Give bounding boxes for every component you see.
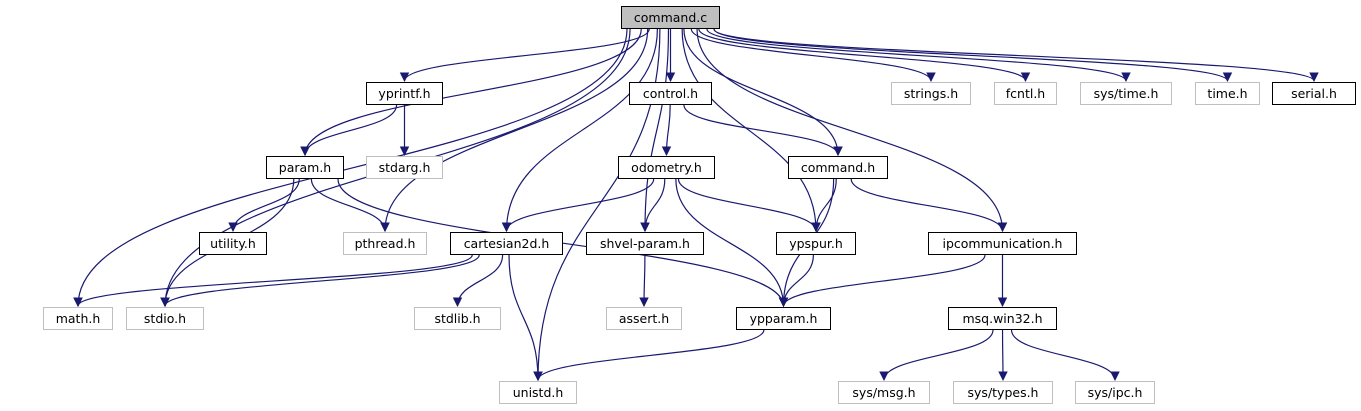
node-label: param.h <box>278 160 332 175</box>
node-label: ypparam.h <box>749 311 818 326</box>
node-label: pthread.h <box>354 236 416 251</box>
node-label: stdio.h <box>143 311 187 326</box>
node-sys-time-h: sys/time.h <box>1080 82 1172 105</box>
node-fcntl-h: fcntl.h <box>994 82 1057 105</box>
node-label: msq.win32.h <box>962 311 1043 326</box>
edge-command_c-to-strings_h <box>690 28 936 82</box>
edge-ypparam_h-to-unistd_h <box>533 329 765 381</box>
node-math-h: math.h <box>43 307 113 330</box>
node-yprintf-h[interactable]: yprintf.h <box>366 82 443 105</box>
edge-command_c-to-pthread_h <box>380 28 649 232</box>
edge-command_c-to-fcntl_h <box>698 28 1031 82</box>
edge-odometry_h-to-cartesian2d_h <box>501 178 655 232</box>
edge-param_h-to-utility_h <box>228 178 300 232</box>
node-param-h[interactable]: param.h <box>266 156 344 179</box>
node-label: sys/msg.h <box>852 385 916 400</box>
node-label: stdlib.h <box>434 311 481 326</box>
edge-command_c-to-yprintf_h <box>399 28 650 82</box>
node-label: sys/types.h <box>967 385 1039 400</box>
node-label: math.h <box>55 311 101 326</box>
node-ypparam-h[interactable]: ypparam.h <box>736 307 831 330</box>
edge-command_c-to-ipcommunication_h <box>696 28 1008 232</box>
edge-shvel_param_h-to-assert_h <box>639 254 649 307</box>
edge-command_c-to-sys_time_h <box>706 28 1131 82</box>
edge-command_c-to-cartesian2d_h <box>501 28 658 232</box>
node-label: ipcommunication.h <box>942 236 1063 251</box>
node-label: sys/ipc.h <box>1087 385 1143 400</box>
node-label: unistd.h <box>512 385 564 400</box>
node-label: shvel-param.h <box>600 236 690 251</box>
node-sys-types-h: sys/types.h <box>953 381 1053 404</box>
node-command-c: command.c <box>621 6 720 29</box>
edge-cartesian2d_h-to-unistd_h <box>508 254 543 381</box>
node-label: sys/time.h <box>1093 86 1159 101</box>
node-serial-h[interactable]: serial.h <box>1272 82 1356 105</box>
node-label: ypspur.h <box>789 236 843 251</box>
edge-odometry_h-to-ypspur_h <box>677 178 821 232</box>
node-label: fcntl.h <box>1005 86 1046 101</box>
edge-command_c-to-ypspur_h <box>681 28 821 232</box>
edge-yprintf_h-to-param_h <box>300 104 398 156</box>
edge-command_c-to-math_h <box>73 28 628 307</box>
node-label: control.h <box>642 86 699 101</box>
node-label: cartesian2d.h <box>463 236 550 251</box>
node-sys-msg-h: sys/msg.h <box>838 381 930 404</box>
edge-msq_win32_h-to-sys_ipc_h <box>1010 329 1120 381</box>
node-sys-ipc-h: sys/ipc.h <box>1075 381 1155 404</box>
node-shvel-param-h[interactable]: shvel-param.h <box>586 232 704 255</box>
node-label: odometry.h <box>631 160 702 175</box>
edge-param_h-to-pthread_h <box>310 178 390 232</box>
edge-ypspur_h-to-ypparam_h <box>778 254 814 307</box>
node-cartesian2d-h[interactable]: cartesian2d.h <box>450 232 563 255</box>
node-ipcommunication-h[interactable]: ipcommunication.h <box>928 232 1077 255</box>
edge-cartesian2d_h-to-math_h <box>73 254 473 307</box>
node-label: assert.h <box>618 311 670 326</box>
edge-odometry_h-to-ypparam_h <box>675 178 789 307</box>
node-label: command.h <box>800 160 876 175</box>
node-time-h: time.h <box>1195 82 1260 105</box>
edge-command_c-to-command_h <box>683 28 843 156</box>
node-stdio-h: stdio.h <box>126 307 204 330</box>
node-label: yprintf.h <box>378 86 431 101</box>
edge-command_c-to-time_h <box>713 28 1233 82</box>
edge-cartesian2d_h-to-stdlib_h <box>452 254 504 307</box>
node-label: command.c <box>633 10 708 25</box>
edge-cartesian2d_h-to-stdio_h <box>160 254 480 307</box>
node-command-h[interactable]: command.h <box>788 156 888 179</box>
edge-command_c-to-param_h <box>300 28 642 156</box>
node-label: time.h <box>1207 86 1248 101</box>
node-control-h[interactable]: control.h <box>629 82 712 105</box>
node-utility-h[interactable]: utility.h <box>199 232 267 255</box>
edge-command_c-to-shvel_param_h <box>640 28 670 232</box>
node-label: utility.h <box>210 236 256 251</box>
node-label: strings.h <box>903 86 959 101</box>
node-ypspur-h[interactable]: ypspur.h <box>776 232 856 255</box>
edge-command_c-to-serial_h <box>713 28 1319 82</box>
node-strings-h: strings.h <box>891 82 971 105</box>
node-msq-win32-h[interactable]: msq.win32.h <box>948 307 1057 330</box>
edge-ipcommunication_h-to-ypparam_h <box>778 254 986 307</box>
node-label: stdarg.h <box>378 160 431 175</box>
edge-control_h-to-odometry_h <box>661 104 672 156</box>
node-stdarg-h: stdarg.h <box>366 156 443 179</box>
node-unistd-h: unistd.h <box>499 381 577 404</box>
node-label: serial.h <box>1291 86 1337 101</box>
edge-command_h-to-ypspur_h <box>811 178 837 232</box>
edge-odometry_h-to-shvel_param_h <box>640 178 666 232</box>
node-odometry-h[interactable]: odometry.h <box>618 156 715 179</box>
edge-control_h-to-command_h <box>683 104 843 156</box>
node-assert-h: assert.h <box>606 307 682 330</box>
edge-command_h-to-ipcommunication_h <box>850 178 1008 232</box>
edge-msq_win32_h-to-sys_msg_h <box>879 329 994 381</box>
node-pthread-h: pthread.h <box>343 232 427 255</box>
node-stdlib-h: stdlib.h <box>414 307 501 330</box>
